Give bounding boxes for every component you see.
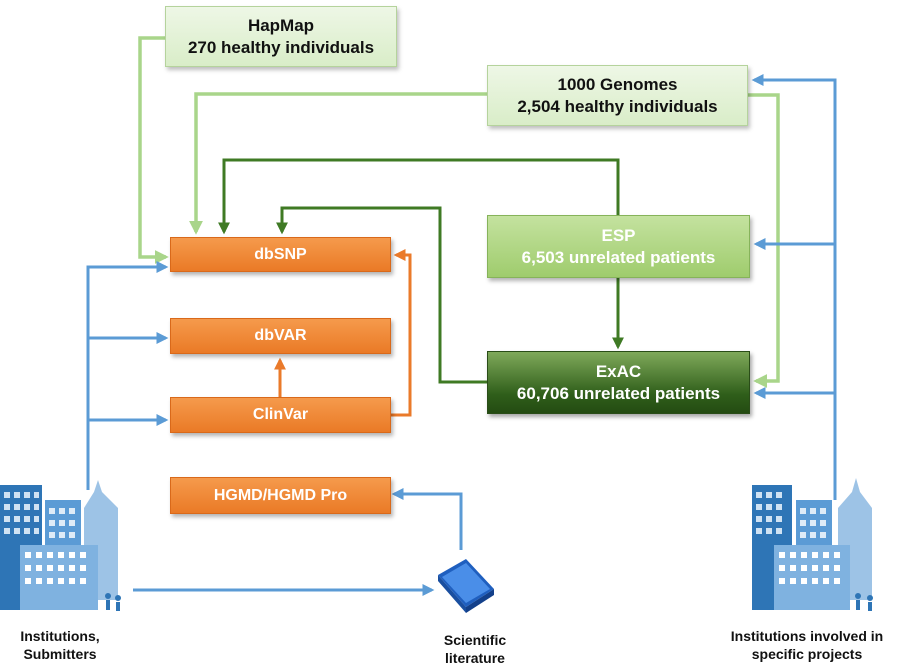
esp-detail: 6,503 unrelated patients xyxy=(521,247,716,267)
genomes1000-box: 1000 Genomes 2,504 healthy individuals xyxy=(487,65,748,126)
dbvar-label: dbVAR xyxy=(254,327,307,344)
submitters-line2: Submitters xyxy=(23,646,97,663)
genomes-to-exac-arrow xyxy=(748,93,780,388)
genomes-to-dbsnp-arrow xyxy=(189,92,487,235)
projects-caption: Institutions involved in specific projec… xyxy=(714,627,900,663)
submitters-buildings-icon xyxy=(0,480,121,611)
projects-line2: specific projects xyxy=(751,646,863,663)
hgmd-label: HGMD/HGMD Pro xyxy=(213,486,348,504)
submitters-caption: Institutions, Submitters xyxy=(0,627,120,663)
hapmap-to-dbsnp-arrow xyxy=(138,36,169,264)
genomes1000-detail: 2,504 healthy individuals xyxy=(517,96,718,116)
exac-to-dbsnp-arrow xyxy=(276,206,487,384)
genomes1000-name: 1000 Genomes xyxy=(557,75,678,95)
esp-box: ESP 6,503 unrelated patients xyxy=(487,215,750,278)
submitters-to-dbsnp-arrow xyxy=(86,261,169,490)
esp-to-dbsnp-arrow xyxy=(218,158,620,235)
exac-name: ExAC xyxy=(595,362,642,382)
projects-to-genomes-arrow xyxy=(751,74,837,500)
literature-caption: Scientific literature xyxy=(420,631,530,667)
clinvar-label: ClinVar xyxy=(252,406,309,423)
dbsnp-label: dbSNP xyxy=(254,245,307,263)
hapmap-name: HapMap xyxy=(247,16,315,36)
clinvar-box: ClinVar xyxy=(170,397,391,433)
hgmd-box: HGMD/HGMD Pro xyxy=(170,477,391,514)
esp-name: ESP xyxy=(601,226,636,246)
exac-detail: 60,706 unrelated patients xyxy=(516,383,721,403)
clinvar-to-dbsnp-arrow xyxy=(391,249,412,417)
projects-line1: Institutions involved in xyxy=(730,628,884,644)
literature-to-hgmd-arrow xyxy=(391,488,463,550)
submitters-line1: Institutions, xyxy=(20,628,100,644)
literature-line2: literature xyxy=(445,650,505,667)
hapmap-box: HapMap 270 healthy individuals xyxy=(165,6,397,67)
dbsnp-box: dbSNP xyxy=(170,237,391,272)
hapmap-detail: 270 healthy individuals xyxy=(187,37,375,57)
literature-line1: Scientific xyxy=(443,632,507,648)
projects-buildings-icon xyxy=(752,478,873,611)
book-icon xyxy=(438,559,494,613)
exac-box: ExAC 60,706 unrelated patients xyxy=(487,351,750,414)
dbvar-box: dbVAR xyxy=(170,318,391,354)
